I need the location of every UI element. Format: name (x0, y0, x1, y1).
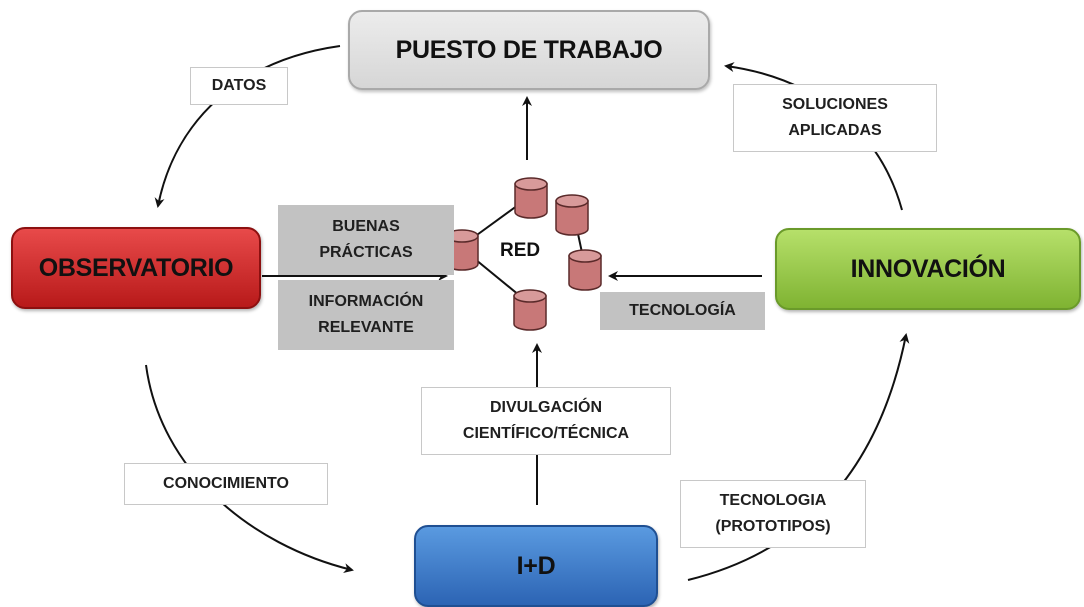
label-tecnologia-prototipos: TECNOLOGIA (PROTOTIPOS) (680, 480, 866, 548)
label-conocimiento: CONOCIMIENTO (124, 463, 328, 505)
label-buenas-practicas: BUENAS PRÁCTICAS (278, 205, 454, 275)
node-innovacion: INNOVACIÓN (775, 228, 1081, 310)
network-node-3 (555, 194, 589, 236)
network-label: RED (500, 240, 541, 261)
network-node-4 (568, 249, 602, 291)
network-nodes (445, 177, 602, 331)
node-id: I+D (414, 525, 658, 607)
network-node-5 (513, 289, 547, 331)
label-tecnologia: TECNOLOGÍA (600, 292, 765, 330)
label-soluciones-aplicadas: SOLUCIONES APLICADAS (733, 84, 937, 152)
network-node-2 (514, 177, 548, 219)
label-datos: DATOS (190, 67, 288, 105)
node-puesto-de-trabajo: PUESTO DE TRABAJO (348, 10, 710, 90)
label-informacion-relevante: INFORMACIÓN RELEVANTE (278, 280, 454, 350)
node-observatorio: OBSERVATORIO (11, 227, 261, 309)
label-divulgacion: DIVULGACIÓN CIENTÍFICO/TÉCNICA (421, 387, 671, 455)
